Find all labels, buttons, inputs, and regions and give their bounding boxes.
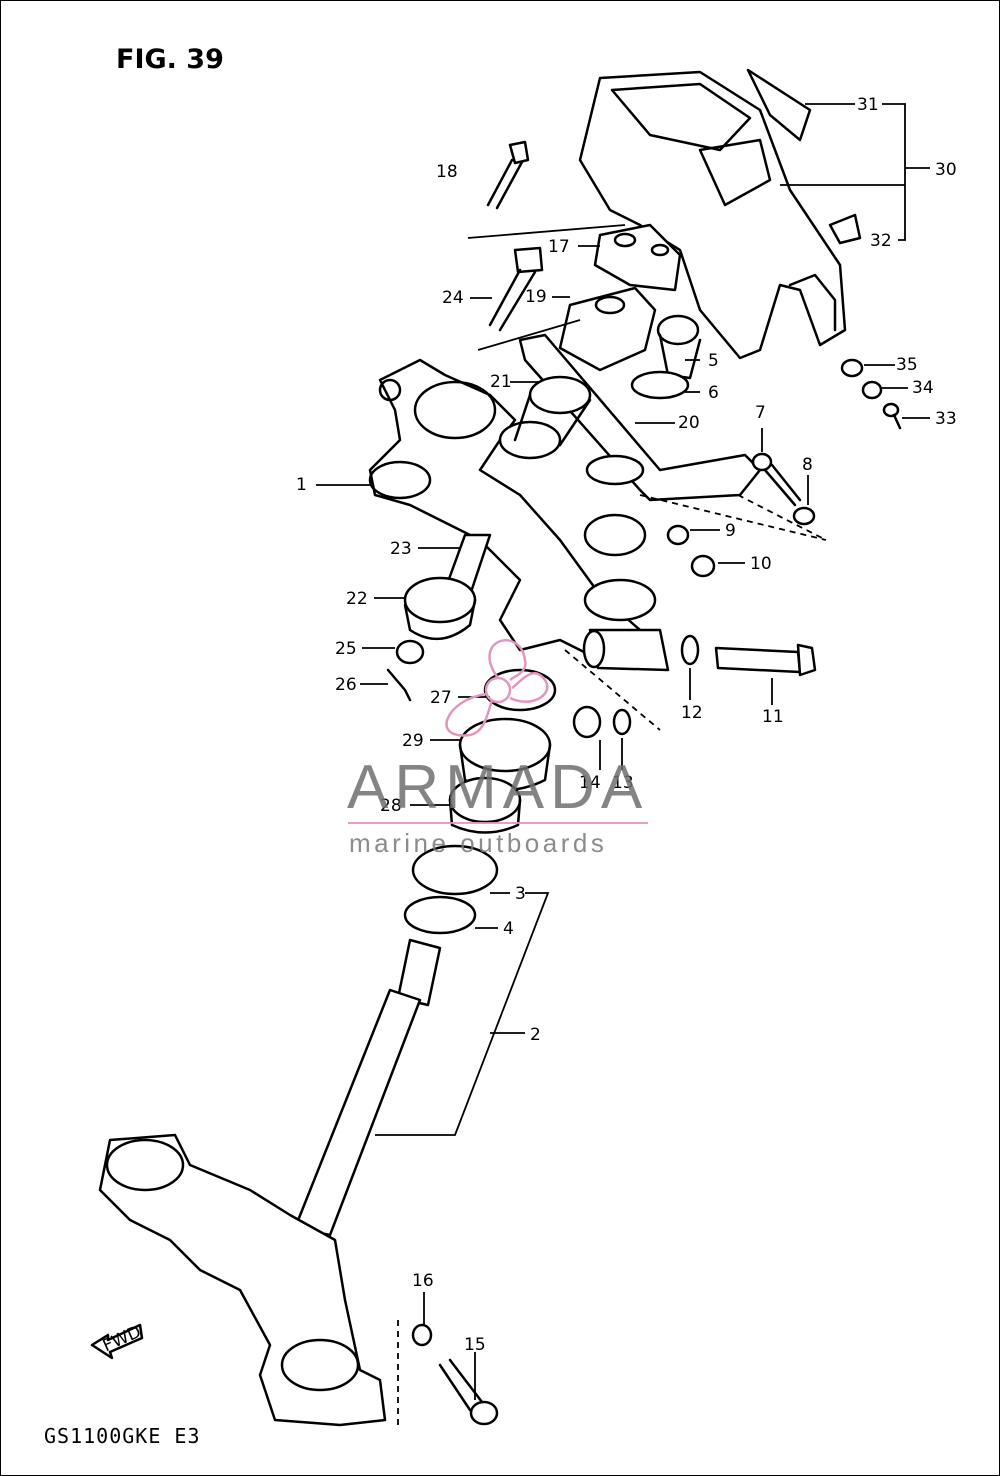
watermark-propeller-icon [445,639,549,737]
part-label-35: 35 [896,355,918,375]
bolt-7 [751,452,816,526]
screw-33 [882,402,902,430]
figure-title: FIG. 39 [116,44,224,75]
leader-lines [316,103,930,1430]
part-label-13: 13 [612,773,634,793]
part-label-30: 30 [935,160,957,180]
part-label-26: 26 [335,675,357,695]
part-label-16: 16 [412,1271,434,1291]
nut-10 [690,554,716,578]
part-label-4: 4 [503,919,514,939]
part-label-24: 24 [442,288,464,308]
part-label-27: 27 [430,688,452,708]
cap-nut-14 [572,705,602,739]
part-label-1: 1 [296,475,307,495]
stem-collar-22 [403,576,477,641]
washer-34 [861,380,883,400]
upper-bracket-1 [368,358,642,662]
clamp-cylinder [582,628,670,672]
watermark-brand: ARMADA [347,753,649,822]
part-label-25: 25 [335,639,357,659]
washer-16 [411,1323,433,1347]
watermark-underline [348,822,648,824]
part-label-5: 5 [708,351,719,371]
handlebar-cover [578,68,862,360]
part-label-18: 18 [436,162,458,182]
cotter-pin-26 [386,668,412,702]
part-label-23: 23 [390,539,412,559]
part-label-32: 32 [870,231,892,251]
part-label-29: 29 [402,731,424,751]
rubber-ring-upper [583,513,647,557]
washer-13 [612,708,632,736]
part-label-19: 19 [525,287,547,307]
part-label-9: 9 [725,521,736,541]
part-label-12: 12 [681,703,703,723]
rubber-ring-top [585,454,645,486]
bracket-20 [518,333,762,502]
bolt-18 [486,140,530,210]
part-label-11: 11 [762,707,784,727]
part-label-31: 31 [857,95,879,115]
part-label-2: 2 [530,1025,541,1045]
part-label-10: 10 [750,554,772,574]
part-label-33: 33 [935,409,957,429]
bolt-5 [630,314,702,400]
bolt-15 [438,1358,499,1426]
part-label-8: 8 [802,455,813,475]
part-number-labels: 31 30 32 18 17 24 19 5 6 20 21 35 34 33 … [100,95,957,1356]
part-label-6: 6 [708,383,719,403]
race-3 [411,844,499,896]
nut-25 [395,639,425,665]
washer-12 [680,634,700,666]
nut-35 [840,358,864,378]
seal-4 [403,895,477,935]
rubber-ring-lower [583,578,657,622]
part-label-14: 14 [579,773,601,793]
model-code: GS1100GKE E3 [44,1424,201,1448]
lower-bracket [98,1133,387,1427]
washer-9 [666,524,690,546]
part-label-15: 15 [464,1335,486,1355]
part-label-34: 34 [912,378,934,398]
part-label-20: 20 [678,413,700,433]
part-label-22: 22 [346,589,368,609]
bolt-11 [714,643,817,677]
part-label-28: 28 [380,796,402,816]
upper-holder-17 [593,223,682,292]
bushing-21 [498,375,592,460]
forward-arrow-icon [90,1323,144,1360]
part-label-7: 7 [755,403,766,423]
watermark-tagline: marine outboards [349,828,608,858]
upper-holder-19 [558,286,657,372]
bolt-24 [488,246,544,332]
forward-label: FWD [100,1322,144,1356]
part-label-3: 3 [515,884,526,904]
part-label-21: 21 [490,372,512,392]
part-label-17: 17 [548,237,570,257]
steering-stem-2 [293,938,442,1237]
